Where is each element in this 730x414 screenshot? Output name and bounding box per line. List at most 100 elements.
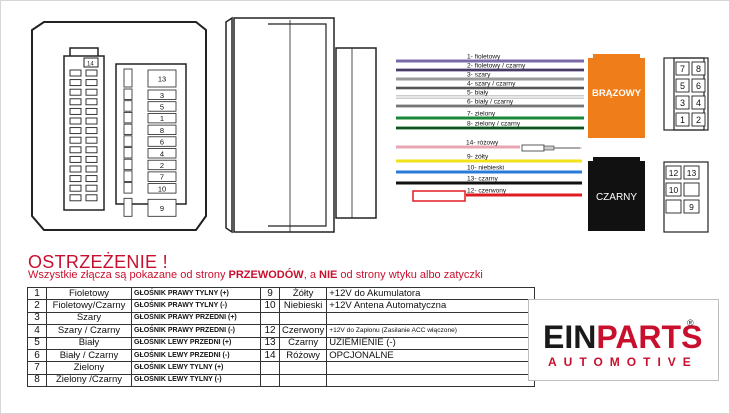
left-slot — [85, 98, 98, 106]
pin-cell — [147, 148, 177, 159]
wire-label: 2- fioletowy / czarny — [467, 63, 526, 70]
brown-pin-number: 7 — [680, 64, 685, 74]
left-slot — [85, 155, 98, 163]
wire-label: 10- niebieski — [467, 165, 505, 172]
left-slot — [69, 136, 82, 144]
table-cell-n2 — [260, 361, 280, 375]
brown-pin-cell — [675, 95, 690, 110]
black-pin-cell — [683, 165, 700, 180]
table-cell-n1: 2 — [27, 299, 47, 313]
pin-number: 7 — [160, 173, 164, 182]
brown-pin-cell — [675, 78, 690, 93]
pin-cell — [147, 124, 177, 135]
table-cell-c3 — [278, 311, 328, 326]
logo-wordmark: EINPARTS — [543, 319, 702, 356]
pin-cell — [147, 101, 177, 112]
warning-bold-2: NIE — [319, 269, 338, 281]
table-cell-n1: 5 — [27, 336, 47, 350]
table-cell-n2: 14 — [260, 348, 280, 363]
wire-label: 3- szary — [467, 72, 491, 79]
left-slot — [85, 194, 98, 202]
brown-pin-cell — [691, 78, 706, 93]
table-cell-c3 — [278, 361, 328, 375]
wire-label: 4- szary / czarny — [467, 81, 516, 88]
left-slot — [69, 155, 82, 163]
pin-number: 1 — [160, 114, 164, 123]
table-cell-c3: Niebieski — [278, 299, 328, 313]
brown-plug-label: BRĄZOWY — [591, 88, 642, 99]
brown-plug-face — [663, 57, 709, 131]
pin-cell — [147, 113, 177, 124]
left-slot — [85, 127, 98, 135]
left-slot — [69, 98, 82, 106]
brown-pin-number: 2 — [696, 115, 701, 125]
table-cell-c1: Fioletowy — [46, 286, 132, 301]
pin-number: 6 — [160, 138, 164, 147]
left-slot — [69, 88, 82, 96]
left-slot — [85, 69, 98, 77]
brown-pin-number: 8 — [696, 64, 701, 74]
table-cell-c2: GŁOŚNIK PRAWY TYLNY (-) — [131, 299, 261, 313]
left-slot — [85, 117, 98, 125]
table-cell-c1: Szary / Czarny — [46, 324, 132, 338]
wire-label: 8- zielony / czarny — [467, 121, 521, 128]
table-cell-c2: GŁOŚNIK LEWY PRZEDNI (-) — [131, 348, 261, 363]
left-slot — [85, 107, 98, 115]
table-cell-c4 — [326, 311, 536, 326]
table-cell-c1: Zielony — [46, 361, 132, 375]
red-wire-end — [412, 190, 466, 202]
wire-label: 7- zielony — [467, 111, 496, 118]
warning-bold-1: PRZEWODÓW — [228, 269, 304, 281]
wire-label: 12- czerwony — [467, 188, 507, 195]
wire-label: 6- biały / czarny — [467, 99, 514, 106]
logo-ein: EIN — [543, 319, 597, 355]
pin-cell — [147, 69, 177, 88]
pin-number: 10 — [158, 184, 166, 193]
table-cell-c3: Różowy — [278, 348, 328, 363]
logo-parts: PARTS — [596, 319, 703, 355]
pin-cell — [147, 89, 177, 100]
table-cell-c4 — [326, 361, 536, 375]
pin-number: 8 — [160, 126, 164, 135]
black-plug — [588, 157, 645, 231]
left-top-number: 14 — [87, 62, 94, 68]
left-slot — [85, 184, 98, 192]
wire-set: 1- fioletowy 2- fioletowy / czarny 3- szar… — [396, 54, 584, 197]
black-plug-label: CZARNY — [595, 192, 638, 203]
table-cell-c4: +12V Antena Automatyczna — [326, 299, 536, 313]
black-pin-cell — [683, 182, 700, 197]
brown-pin-number: 4 — [696, 98, 701, 108]
table-cell-c4: +12V do Zapłonu (Zasilanie ACC włączone) — [326, 324, 536, 338]
left-slot — [69, 117, 82, 125]
left-slot — [69, 146, 82, 154]
brown-pin-number: 1 — [680, 115, 685, 125]
wire-label: 1- fioletowy — [467, 54, 501, 61]
pin-number: 3 — [160, 91, 164, 100]
table-cell-n2: 13 — [260, 336, 280, 350]
black-plug-face — [663, 161, 709, 233]
brown-pin-cell — [675, 112, 690, 127]
brown-pin-number: 6 — [696, 81, 701, 91]
pin-cell — [147, 136, 177, 147]
table-cell-n2: 9 — [260, 286, 280, 301]
warning-subtitle: Wszystkie złącza są pokazane od strony P… — [28, 269, 483, 281]
table-cell-c2: GŁOŚNIK LEWY PRZEDNI (+) — [131, 336, 261, 350]
brown-pin-cell — [675, 61, 690, 76]
black-pin-cell — [683, 199, 700, 214]
black-pin-number: 10 — [669, 185, 679, 195]
table-cell-n2: 10 — [260, 299, 280, 313]
black-pin-cell — [665, 199, 682, 214]
left-slot — [69, 69, 82, 77]
table-cell-n1: 6 — [27, 348, 47, 363]
warning-text-2: , a — [303, 269, 319, 281]
logo-registered-mark: ® — [687, 318, 694, 328]
table-cell-c2: GŁOŚNIK PRAWY TYLNY (+) — [131, 286, 261, 301]
